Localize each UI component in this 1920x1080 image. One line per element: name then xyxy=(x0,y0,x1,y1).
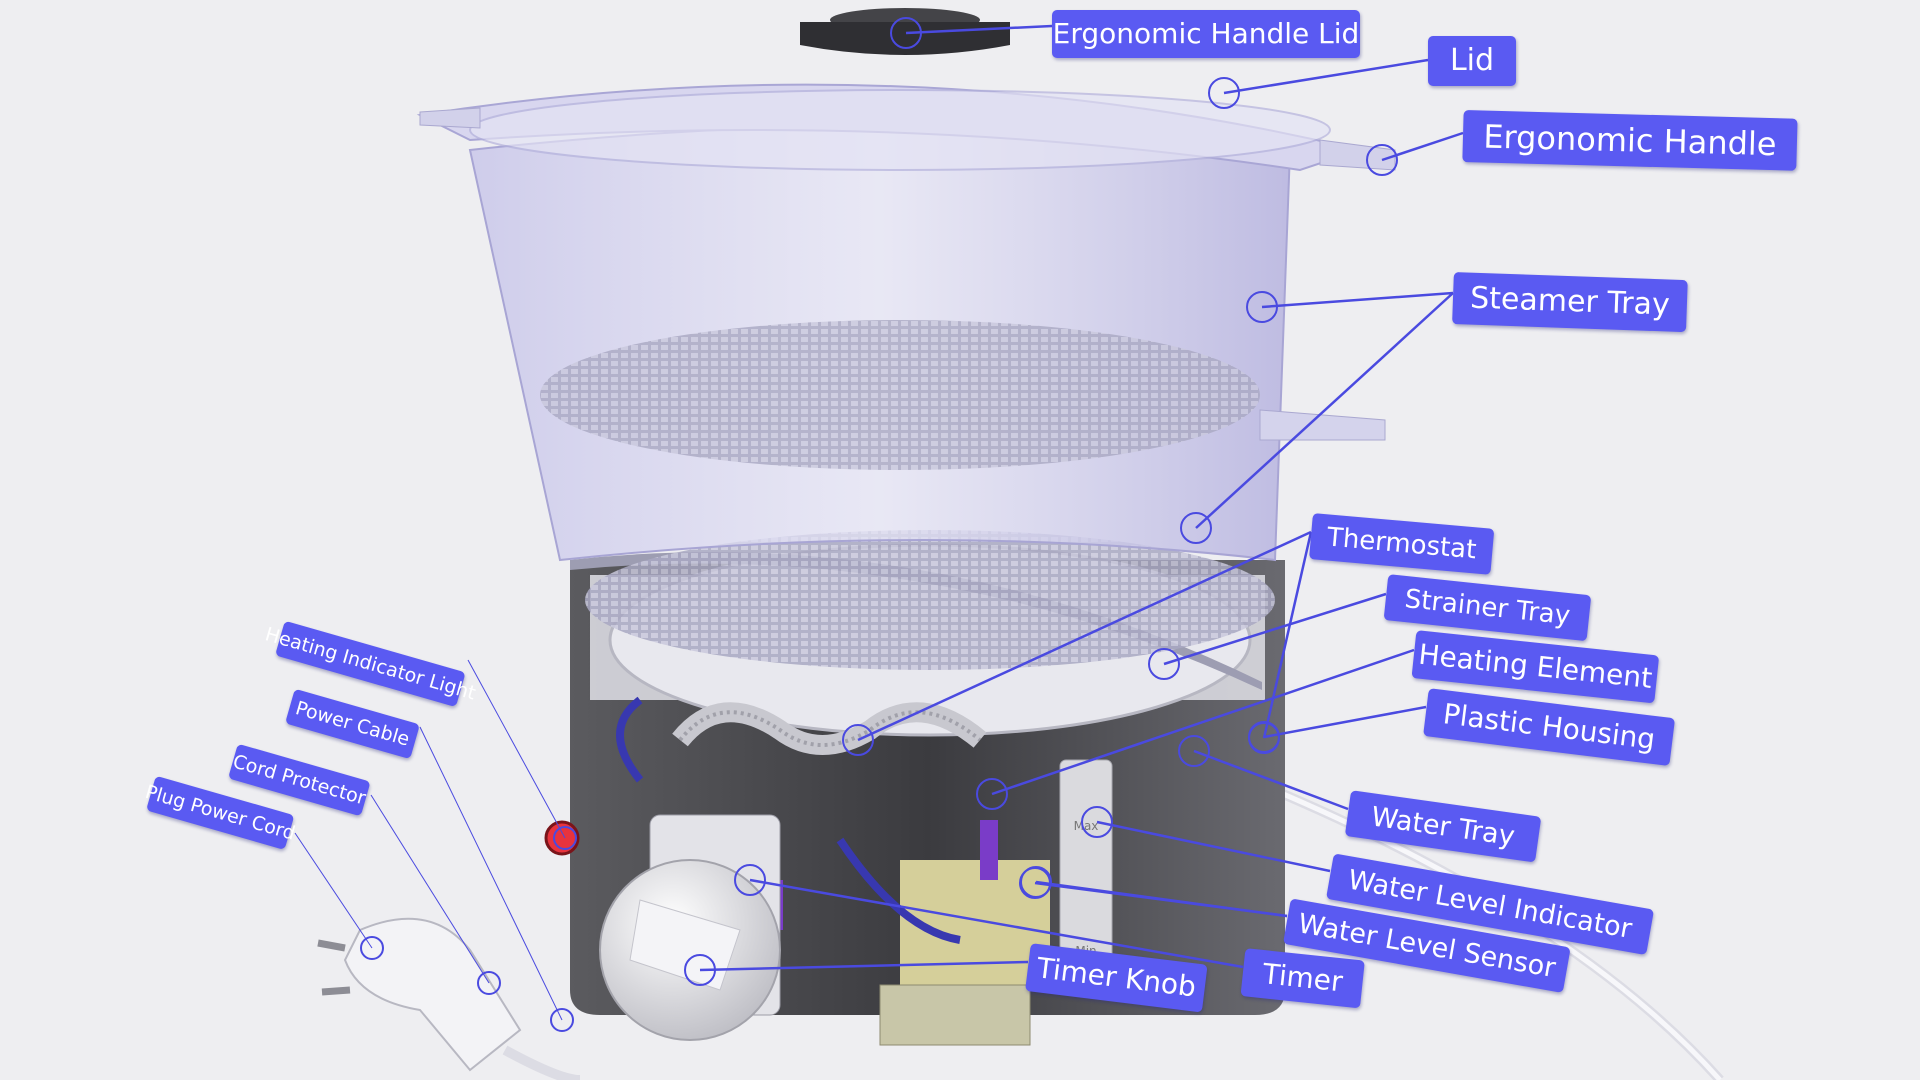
callout-marker-circle xyxy=(1148,648,1180,680)
leader-line xyxy=(991,648,1415,796)
lid-handle-right xyxy=(1319,139,1396,171)
leader-line xyxy=(905,24,1053,35)
leader-line xyxy=(419,726,563,1021)
heating-indicator-light-shape xyxy=(544,820,580,856)
callout-marker-circle xyxy=(1020,866,1052,898)
callout-marker-circle xyxy=(842,724,874,756)
label-ergonomic-handle: Ergonomic Handle xyxy=(1462,110,1798,171)
callout-marker-circle xyxy=(1180,512,1212,544)
callout-marker-circle xyxy=(1208,77,1240,109)
label-steamer-tray: Steamer Tray xyxy=(1452,272,1688,333)
callout-marker-circle xyxy=(477,971,501,995)
lid-handle-left xyxy=(419,107,481,129)
callout-marker-circle xyxy=(976,778,1008,810)
leader-line xyxy=(1193,749,1349,811)
callout-marker-circle xyxy=(550,1008,574,1032)
callout-marker-circle xyxy=(734,864,766,896)
leader-line xyxy=(1262,531,1313,739)
label-ergonomic-handle-lid: Ergonomic Handle Lid xyxy=(1052,10,1360,58)
leader-line xyxy=(1163,592,1387,666)
circuit-board xyxy=(879,984,1031,1046)
leader-lines xyxy=(294,17,1464,1032)
callout-marker-circle xyxy=(684,954,716,986)
callout-marker-circle xyxy=(890,17,922,49)
leader-line xyxy=(294,832,373,949)
leader-line xyxy=(1381,131,1464,162)
callout-marker-circle xyxy=(1248,722,1280,754)
leader-line xyxy=(1263,705,1427,739)
label-lid: Lid xyxy=(1428,36,1516,86)
callout-marker-circle xyxy=(1081,806,1113,838)
leader-line xyxy=(857,530,1312,742)
leader-line xyxy=(1223,58,1429,95)
leader-line xyxy=(699,960,1029,972)
indicator-max-text: Max xyxy=(1074,819,1099,833)
leader-line xyxy=(1261,291,1454,309)
leader-line xyxy=(467,659,566,839)
callout-marker-circle xyxy=(360,936,384,960)
plug-shape xyxy=(317,917,522,1072)
leader-line xyxy=(749,878,1244,969)
leader-line xyxy=(1035,880,1288,918)
callout-marker-circle xyxy=(1178,735,1210,767)
callout-marker-circle xyxy=(1246,291,1278,323)
callout-marker-circle xyxy=(553,826,577,850)
leader-line xyxy=(370,794,490,984)
leader-line xyxy=(1195,292,1454,529)
callout-marker-circle xyxy=(1366,144,1398,176)
leader-line xyxy=(1096,820,1331,873)
power-cable-left xyxy=(502,1045,581,1080)
steamer-basket xyxy=(540,320,1260,470)
